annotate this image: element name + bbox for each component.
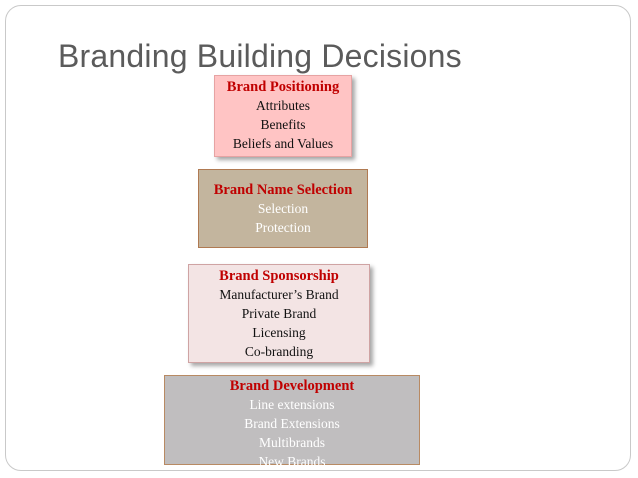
brand-sponsorship-box: Brand Sponsorship Manufacturer’s Brand P… [188, 264, 370, 363]
brand-name-selection-item: Selection [257, 201, 309, 216]
brand-name-selection-item: Protection [255, 220, 311, 235]
brand-sponsorship-item: Licensing [252, 325, 306, 340]
slide-title: Branding Building Decisions [58, 38, 462, 74]
brand-positioning-item: Beliefs and Values [232, 136, 334, 151]
brand-development-item: Multibrands [259, 435, 325, 450]
brand-positioning-heading: Brand Positioning [226, 79, 340, 95]
brand-development-item: Line extensions [249, 397, 335, 412]
brand-sponsorship-item: Private Brand [241, 306, 317, 321]
brand-sponsorship-item: Manufacturer’s Brand [219, 287, 339, 302]
brand-development-item: Brand Extensions [244, 416, 340, 431]
brand-positioning-box: Brand Positioning Attributes Benefits Be… [214, 75, 352, 157]
brand-development-box: Brand Development Line extensions Brand … [164, 375, 420, 469]
brand-positioning-item: Attributes [256, 98, 310, 113]
brand-development-item: New Brands [258, 454, 326, 469]
brand-name-selection-box: Brand Name Selection Selection Protectio… [198, 169, 368, 248]
brand-sponsorship-heading: Brand Sponsorship [219, 268, 339, 284]
brand-development-heading: Brand Development [229, 378, 355, 394]
brand-sponsorship-item: Co-branding [244, 344, 314, 359]
slide: Branding Building Decisions Brand Positi… [5, 5, 631, 471]
brand-name-selection-heading: Brand Name Selection [213, 182, 353, 198]
brand-positioning-item: Benefits [260, 117, 306, 132]
